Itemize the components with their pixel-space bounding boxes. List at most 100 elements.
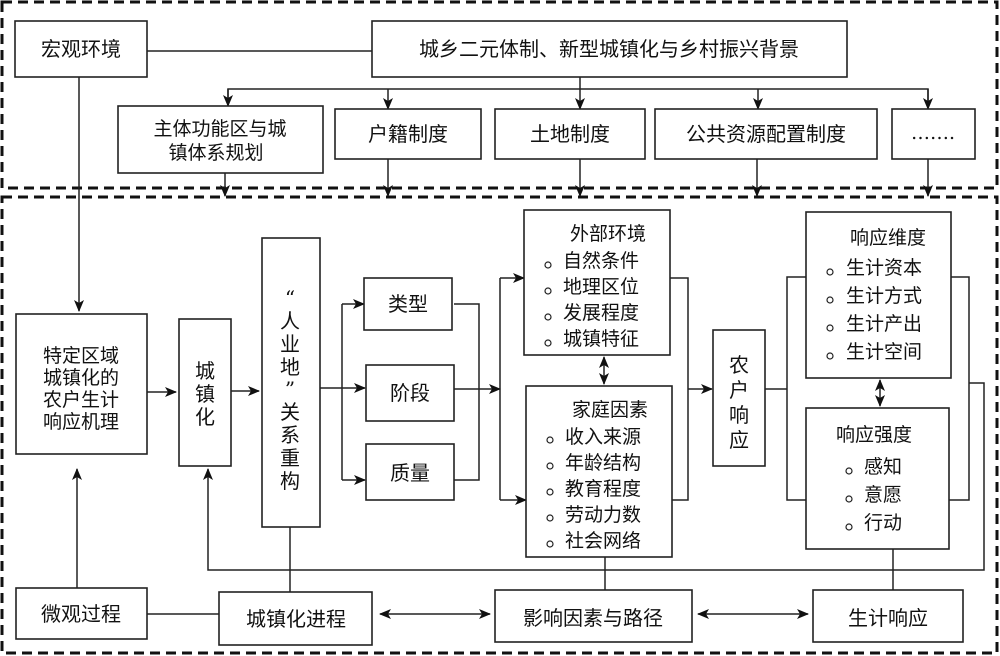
dimension-item-4: 生计空间 (846, 341, 922, 363)
bullet-icon (544, 313, 552, 321)
farmer-response-box[interactable]: 农 户 响 应 (712, 329, 766, 467)
family-factors-box[interactable]: 家庭因素 收入来源 年龄结构 教育程度 劳动力数 社会网络 (525, 385, 673, 558)
family-item-5: 社会网络 (565, 530, 641, 552)
background-label: 城乡二元体制、新型城镇化与乡村振兴背景 (419, 37, 799, 61)
bullet-icon (845, 495, 853, 503)
intensity-item-1: 感知 (864, 456, 902, 478)
family-item-3: 教育程度 (565, 478, 641, 500)
dimension-item-3: 生计产出 (846, 313, 922, 335)
restructure-char-5: ” (285, 377, 295, 401)
mechanism-line-4: 响应机理 (43, 411, 119, 433)
policy-box-3[interactable]: 土地制度 (494, 108, 646, 160)
urbanization-char-2: 镇 (195, 382, 215, 406)
response-in-bus (786, 276, 808, 501)
aspect-type-label: 类型 (388, 292, 428, 316)
restructure-box[interactable]: “ 人 业 地 ” 关 系 重 构 (261, 237, 321, 528)
micro-process-box[interactable]: 微观过程 (15, 587, 148, 640)
external-item-4: 城镇特征 (563, 328, 639, 350)
external-item-1: 自然条件 (563, 250, 639, 272)
intensity-item-2: 意愿 (864, 484, 902, 506)
policy-box-1[interactable]: 主体功能区与城 镇体系规划 (117, 105, 324, 174)
livelihood-response-label: 生计响应 (848, 606, 928, 630)
policy-2-label: 户籍制度 (368, 122, 448, 146)
aspects-out-bus (454, 303, 480, 481)
aspect-stage-box[interactable]: 阶段 (365, 364, 455, 422)
bullet-icon (826, 268, 834, 276)
external-item-3: 发展程度 (563, 302, 639, 324)
restructure-char-9: 构 (280, 469, 300, 493)
bullet-icon (546, 514, 554, 522)
intensity-title: 响应强度 (836, 424, 912, 446)
response-dimension-box[interactable]: 响应维度 生计资本 生计方式 生计产出 生计空间 (805, 211, 952, 379)
background-box[interactable]: 城乡二元体制、新型城镇化与乡村振兴背景 (371, 20, 848, 78)
aspect-type-box[interactable]: 类型 (363, 277, 453, 331)
restructure-char-8: 重 (280, 446, 300, 470)
dimension-title: 响应维度 (850, 227, 926, 249)
bullet-icon (546, 462, 554, 470)
restructure-char-1: “ (285, 286, 295, 310)
farmer-response-char-1: 农 (729, 353, 749, 377)
bullet-icon (546, 436, 554, 444)
external-item-2: 地理区位 (563, 276, 639, 298)
aspect-stage-label: 阶段 (390, 381, 430, 405)
family-item-2: 年龄结构 (565, 452, 641, 474)
policy-bus-line (227, 88, 929, 106)
urbanization-process-box[interactable]: 城镇化进程 (218, 591, 373, 646)
farmer-response-char-3: 响 (729, 403, 749, 427)
mechanism-box[interactable]: 特定区域 城镇化的 农户生计 响应机理 (15, 313, 148, 455)
policy-1-line2: 镇体系规划 (168, 142, 263, 164)
macro-env-box[interactable]: 宏观环境 (14, 20, 148, 78)
micro-process-label: 微观过程 (41, 602, 121, 626)
urbanization-box[interactable]: 城 镇 化 (178, 318, 232, 467)
family-item-1: 收入来源 (565, 426, 641, 448)
restructure-char-6: 关 (280, 400, 300, 424)
macro-env-label: 宏观环境 (41, 37, 121, 61)
farmer-response-char-4: 应 (729, 428, 749, 452)
macro-region (0, 0, 999, 190)
policy-4-label: 公共资源配置制度 (686, 122, 846, 146)
bullet-icon (845, 467, 853, 475)
bullet-icon (826, 296, 834, 304)
bullet-icon (544, 339, 552, 347)
urbanization-char-1: 城 (195, 359, 215, 383)
dimension-item-2: 生计方式 (846, 285, 922, 307)
mechanism-line-3: 农户生计 (43, 389, 119, 411)
policy-1-line1: 主体功能区与城 (153, 118, 286, 140)
policy-3-label: 土地制度 (530, 122, 610, 146)
restructure-char-3: 业 (280, 332, 300, 356)
policy-box-5[interactable]: ……. (891, 108, 976, 160)
factors-paths-label: 影响因素与路径 (523, 606, 663, 630)
restructure-char-7: 系 (280, 423, 300, 447)
external-env-title: 外部环境 (570, 223, 646, 245)
restructure-char-4: 地 (280, 355, 300, 379)
livelihood-response-box[interactable]: 生计响应 (812, 589, 964, 643)
bullet-icon (826, 324, 834, 332)
bullet-icon (544, 287, 552, 295)
response-intensity-box[interactable]: 响应强度 感知 意愿 行动 (805, 407, 950, 550)
response-out-bus (949, 276, 970, 501)
aspect-quality-box[interactable]: 质量 (365, 443, 455, 501)
policy-5-label: ……. (911, 122, 955, 144)
policy-box-2[interactable]: 户籍制度 (334, 108, 482, 160)
urbanization-process-label: 城镇化进程 (246, 607, 346, 631)
micro-region (0, 195, 999, 655)
external-env-box[interactable]: 外部环境 自然条件 地理区位 发展程度 城镇特征 (523, 209, 671, 356)
dimension-item-1: 生计资本 (846, 257, 922, 279)
bullet-icon (845, 523, 853, 531)
mechanism-line-1: 特定区域 (43, 345, 119, 367)
restructure-char-2: 人 (280, 309, 300, 333)
factors-paths-box[interactable]: 影响因素与路径 (494, 589, 693, 643)
bullet-icon (546, 488, 554, 496)
family-title: 家庭因素 (572, 399, 648, 421)
bullet-icon (826, 352, 834, 360)
aspect-quality-label: 质量 (390, 461, 430, 485)
feedback-loop-arrow (203, 382, 985, 571)
farmer-response-char-2: 户 (729, 378, 749, 402)
family-item-4: 劳动力数 (565, 504, 641, 526)
bullet-icon (544, 261, 552, 269)
intensity-item-3: 行动 (864, 512, 902, 534)
bullet-icon (546, 540, 554, 548)
mechanism-line-2: 城镇化的 (43, 367, 119, 389)
policy-box-4[interactable]: 公共资源配置制度 (654, 108, 878, 160)
